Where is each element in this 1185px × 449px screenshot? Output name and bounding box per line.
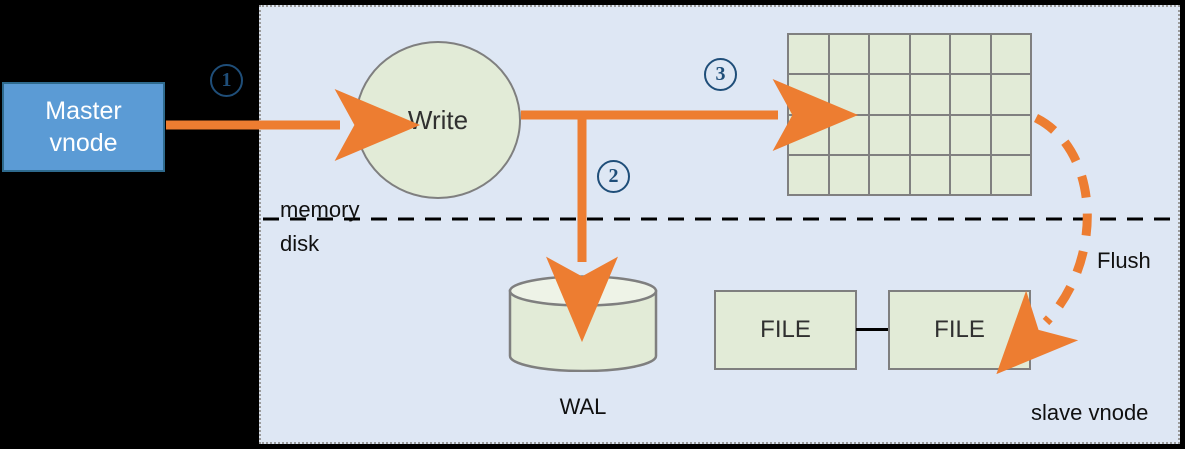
grid-cell	[789, 75, 828, 114]
grid-cell	[789, 115, 828, 154]
grid-cell	[951, 35, 990, 74]
master-vnode-label-line1: Master	[45, 97, 122, 125]
wal-cylinder	[508, 275, 658, 373]
grid-cell	[910, 35, 949, 74]
memory-label: memory	[280, 197, 360, 222]
grid-cell	[829, 155, 868, 194]
grid-cell	[951, 155, 990, 194]
step-marker-3: 3	[704, 58, 737, 91]
grid-cell	[910, 155, 949, 194]
file-box-2-label: FILE	[934, 316, 985, 343]
grid-cell	[789, 35, 828, 74]
file-box-2: FILE	[888, 290, 1031, 370]
grid-cell	[991, 75, 1030, 114]
file-box-1: FILE	[714, 290, 857, 370]
grid-cell	[951, 115, 990, 154]
grid-cell	[910, 115, 949, 154]
grid-cell	[829, 115, 868, 154]
write-node: Write	[355, 41, 521, 199]
slave-vnode-label: slave vnode	[1031, 400, 1149, 425]
grid-cell	[829, 75, 868, 114]
grid-cell	[870, 155, 909, 194]
wal-cylinder-shape	[508, 275, 658, 373]
step-marker-1: 1	[210, 64, 243, 97]
master-vnode-box: Master vnode	[2, 82, 165, 172]
grid-cell	[870, 115, 909, 154]
grid-cell	[910, 75, 949, 114]
file-connector-line	[856, 328, 889, 331]
grid-cell	[991, 115, 1030, 154]
file-box-1-label: FILE	[760, 316, 811, 343]
grid-cell	[789, 155, 828, 194]
flush-label: Flush	[1097, 248, 1151, 273]
grid-cell	[870, 35, 909, 74]
grid-cell	[991, 35, 1030, 74]
disk-label: disk	[280, 231, 320, 256]
write-node-label: Write	[407, 104, 469, 135]
step-marker-2: 2	[597, 160, 630, 193]
grid-cell	[870, 75, 909, 114]
memory-table-grid	[787, 33, 1032, 196]
grid-cell	[991, 155, 1030, 194]
grid-cell	[829, 35, 868, 74]
master-vnode-label-line2: vnode	[49, 129, 118, 157]
wal-label: WAL	[559, 394, 607, 419]
grid-cell	[951, 75, 990, 114]
